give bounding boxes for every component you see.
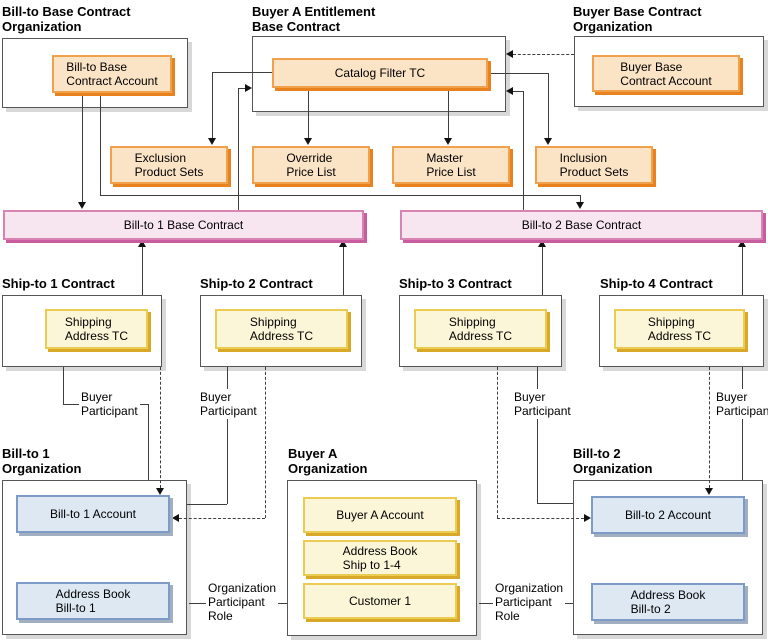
node-billto2-base-contract: Bill-to 2 Base Contract — [400, 210, 763, 240]
node-exclusion-product-sets: Exclusion Product Sets — [110, 146, 228, 184]
label-buyer-participant-3: Buyer Participant — [512, 389, 573, 419]
node-billto-base-account: Bill-to Base Contract Account — [52, 55, 172, 93]
line-catalog-to-exclusion-v — [212, 72, 213, 138]
heading-shipto4-contract: Ship-to 4 Contract — [600, 276, 713, 291]
node-customer-1: Customer 1 — [303, 583, 457, 619]
arrow-into-entitlement-right — [506, 87, 513, 95]
line-billto-base-account-to-bar1 — [82, 96, 83, 202]
node-catalog-filter-tc: Catalog Filter TC — [272, 58, 488, 88]
line-role-left-b — [274, 603, 287, 604]
line-drop-to-bar2 — [580, 195, 581, 202]
heading-billto1-org: Bill-to 1 Organization — [2, 446, 82, 476]
line-catalog-to-inclusion-h — [488, 73, 548, 74]
node-override-price-list: Override Price List — [252, 146, 370, 184]
arrow-shipto3-into-bar2 — [538, 240, 546, 247]
line-role-right-a — [479, 603, 493, 604]
node-shipping-address-tc-4: Shipping Address TC — [614, 309, 745, 349]
line-shipto2-participant-h — [187, 504, 227, 505]
line-shipto1-participant-h1 — [63, 404, 79, 405]
line-shipto1-participant-h2 — [139, 404, 148, 405]
dashed-buyer-base-to-entitlement — [513, 54, 574, 55]
line-shipto4-participant-v — [742, 367, 743, 480]
arrow-into-override — [304, 138, 312, 145]
arrow-into-billto2-account-left — [584, 514, 591, 522]
line-bar2-to-entitlement-h — [513, 91, 523, 92]
line-catalog-to-override — [308, 91, 309, 138]
label-buyer-participant-1: Buyer Participant — [79, 389, 140, 419]
line-role-left-a — [189, 603, 206, 604]
line-bar1-to-entitlement-v — [238, 88, 239, 210]
line-shipto3-to-bar2 — [542, 247, 543, 295]
line-shipto4-to-bar2 — [742, 247, 743, 295]
heading-shipto1-contract: Ship-to 1 Contract — [2, 276, 115, 291]
heading-buyera-org: Buyer A Organization — [288, 446, 368, 476]
arrow-into-master — [444, 138, 452, 145]
node-shipping-address-tc-2: Shipping Address TC — [215, 309, 348, 349]
arrow-shipto2-into-bar1 — [339, 240, 347, 247]
arrow-into-billto2-account-top — [705, 488, 713, 495]
heading-shipto2-contract: Ship-to 2 Contract — [200, 276, 313, 291]
heading-billto-base-org: Bill-to Base Contract Organization — [2, 4, 131, 34]
label-org-participant-role-right: Organization Participant Role — [493, 580, 566, 624]
dashed-shipto3-h — [497, 518, 584, 519]
label-buyer-participant-4: Buyer Participant — [714, 389, 768, 419]
node-buyera-account: Buyer A Account — [303, 497, 457, 533]
arrow-into-billto1-account-right — [172, 514, 179, 522]
line-billto-base-account-down — [100, 96, 101, 195]
node-shipping-address-tc-1: Shipping Address TC — [45, 309, 148, 349]
dashed-shipto1-to-billto1-account — [160, 367, 161, 488]
line-catalog-to-inclusion-v — [548, 73, 549, 138]
heading-entitlement-base-contract: Buyer A Entitlement Base Contract — [252, 4, 376, 34]
line-bar2-to-entitlement-v — [523, 91, 524, 210]
line-across-to-bar2 — [100, 195, 580, 196]
node-shipping-address-tc-3: Shipping Address TC — [414, 309, 547, 349]
dashed-shipto4-to-billto2-account — [709, 367, 710, 488]
heading-shipto3-contract: Ship-to 3 Contract — [399, 276, 512, 291]
label-buyer-participant-2: Buyer Participant — [198, 389, 259, 419]
node-address-book-billto2: Address Book Bill-to 2 — [591, 583, 745, 621]
node-billto2-account: Bill-to 2 Account — [591, 496, 745, 534]
heading-buyer-base-org: Buyer Base Contract Organization — [573, 4, 702, 34]
line-shipto1-participant-v1 — [63, 367, 64, 404]
node-address-book-ship-1-4: Address Book Ship to 1-4 — [303, 540, 457, 576]
arrow-into-entitlement-left — [245, 84, 252, 92]
line-shipto1-to-bar1 — [142, 247, 143, 295]
arrow-into-inclusion — [544, 138, 552, 145]
line-shipto3-participant-h — [537, 503, 573, 504]
line-bar1-to-entitlement-h — [238, 88, 245, 89]
label-org-participant-role-left: Organization Participant Role — [206, 580, 279, 624]
arrow-into-exclusion — [208, 138, 216, 145]
node-inclusion-product-sets: Inclusion Product Sets — [535, 146, 653, 184]
line-shipto2-participant-v — [227, 367, 228, 504]
heading-billto2-org: Bill-to 2 Organization — [573, 446, 653, 476]
line-shipto2-to-bar1 — [343, 247, 344, 295]
arrow-shipto1-into-bar1 — [138, 240, 146, 247]
node-address-book-billto1: Address Book Bill-to 1 — [16, 582, 170, 620]
dashed-shipto3-v — [497, 367, 498, 518]
line-catalog-to-exclusion-h — [212, 72, 272, 73]
dashed-shipto2-h — [179, 518, 265, 519]
arrow-into-bar1-top — [78, 202, 86, 209]
node-billto1-account: Bill-to 1 Account — [16, 495, 170, 533]
line-catalog-to-master — [448, 91, 449, 138]
node-buyer-base-account: Buyer Base Contract Account — [592, 55, 740, 92]
arrow-into-bar2-top — [576, 202, 584, 209]
line-shipto3-participant-v — [537, 367, 538, 503]
line-role-right-b — [564, 603, 573, 604]
arrow-into-billto1-account-top — [156, 488, 164, 495]
node-master-price-list: Master Price List — [392, 146, 510, 184]
dashed-shipto2-v — [265, 367, 266, 518]
node-billto1-base-contract: Bill-to 1 Base Contract — [3, 210, 364, 240]
line-shipto1-participant-v2 — [148, 404, 149, 480]
arrow-shipto4-into-bar2 — [738, 240, 746, 247]
arrow-dashed-into-entitlement — [506, 50, 513, 58]
